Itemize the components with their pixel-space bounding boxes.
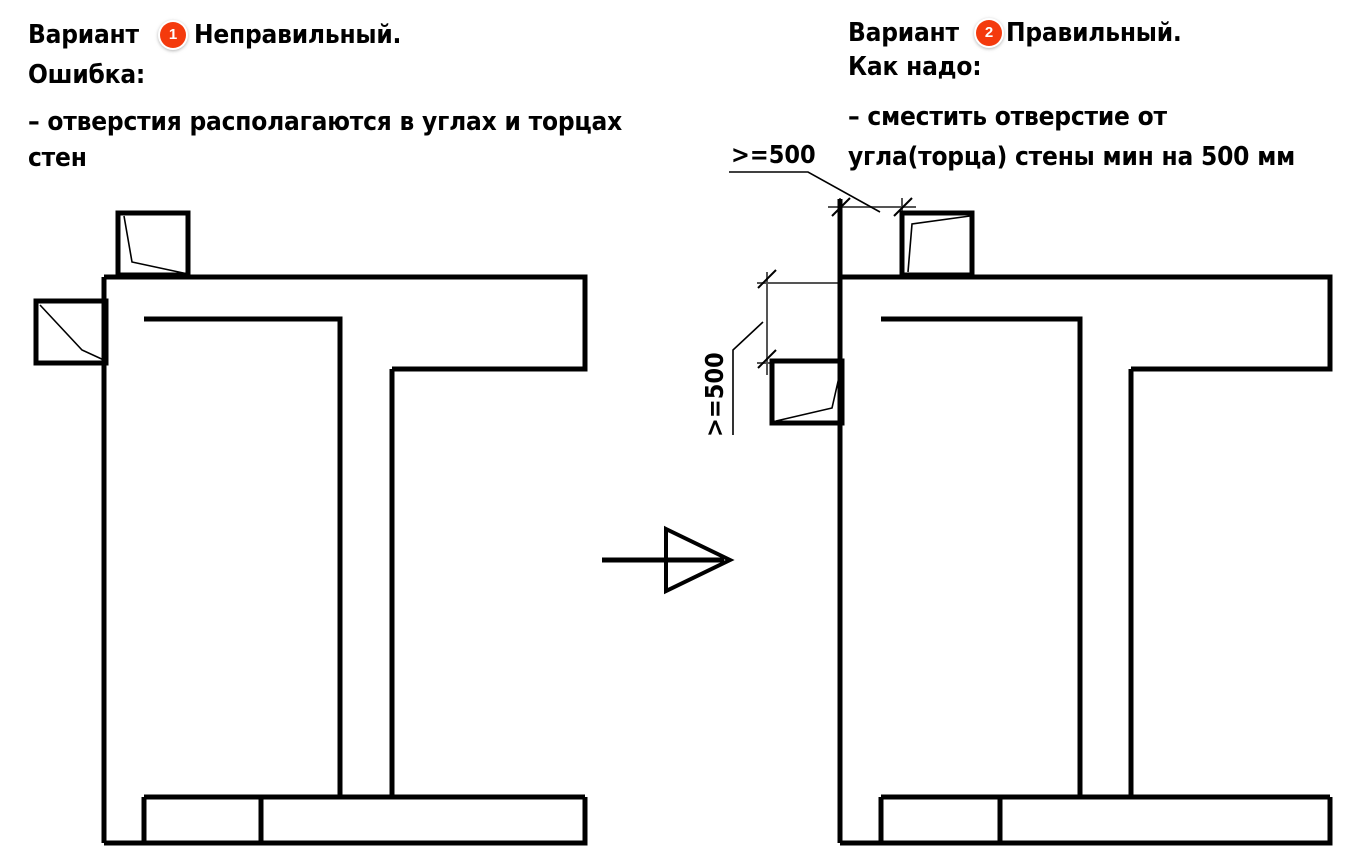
right-plan-group bbox=[769, 199, 1333, 846]
right-heading-suffix: Правильный. bbox=[1006, 18, 1182, 48]
left-body-line2: стен bbox=[28, 143, 87, 173]
left-subheading: Ошибка: bbox=[28, 60, 146, 90]
right-wall-outline-top bbox=[840, 274, 1333, 372]
dim-v-tick-top bbox=[757, 269, 777, 289]
opening-top-left-break-line bbox=[123, 215, 189, 275]
dimension-group bbox=[729, 171, 916, 435]
opening-top-right-break-line bbox=[907, 215, 971, 273]
right-room-b-outline bbox=[1128, 369, 1330, 800]
left-plan-group bbox=[33, 210, 588, 846]
right-subheading: Как надо: bbox=[848, 52, 982, 82]
opening-side-right-plan bbox=[769, 358, 845, 426]
right-heading-prefix: Вариант bbox=[848, 18, 959, 48]
left-badge-number: 1 bbox=[160, 22, 186, 48]
right-body-line1: – сместить отверстие от bbox=[848, 102, 1167, 132]
opening-side-left-break-line bbox=[39, 304, 107, 362]
right-badge-number: 2 bbox=[976, 20, 1002, 46]
left-room-a-outline bbox=[144, 316, 343, 800]
dimension-label-vertical: >=500 bbox=[700, 352, 729, 437]
right-bottom-wall bbox=[840, 797, 1333, 846]
left-bottom-wall bbox=[104, 797, 588, 846]
left-room-b-outline bbox=[389, 369, 585, 800]
transition-arrow-head bbox=[664, 525, 735, 595]
left-heading-prefix: Вариант bbox=[28, 20, 139, 50]
right-room-a-outline bbox=[881, 316, 1083, 800]
opening-side-left-plan bbox=[33, 298, 109, 366]
left-heading-suffix: Неправильный. bbox=[194, 20, 402, 50]
opening-top-right-plan bbox=[899, 210, 975, 278]
dim-v-leader bbox=[732, 321, 764, 435]
transition-arrow bbox=[602, 525, 735, 595]
left-wall-outline-top bbox=[104, 274, 588, 372]
right-body-line2: угла(торца) стены мин на 500 мм bbox=[848, 142, 1296, 172]
left-body-line1: – отверстия располагаются в углах и торц… bbox=[28, 107, 622, 137]
dim-h-tick-right bbox=[893, 197, 913, 217]
dim-v-tick-bottom bbox=[757, 349, 777, 369]
dimension-label-horizontal: >=500 bbox=[731, 140, 816, 169]
dim-h-leader bbox=[729, 171, 881, 213]
